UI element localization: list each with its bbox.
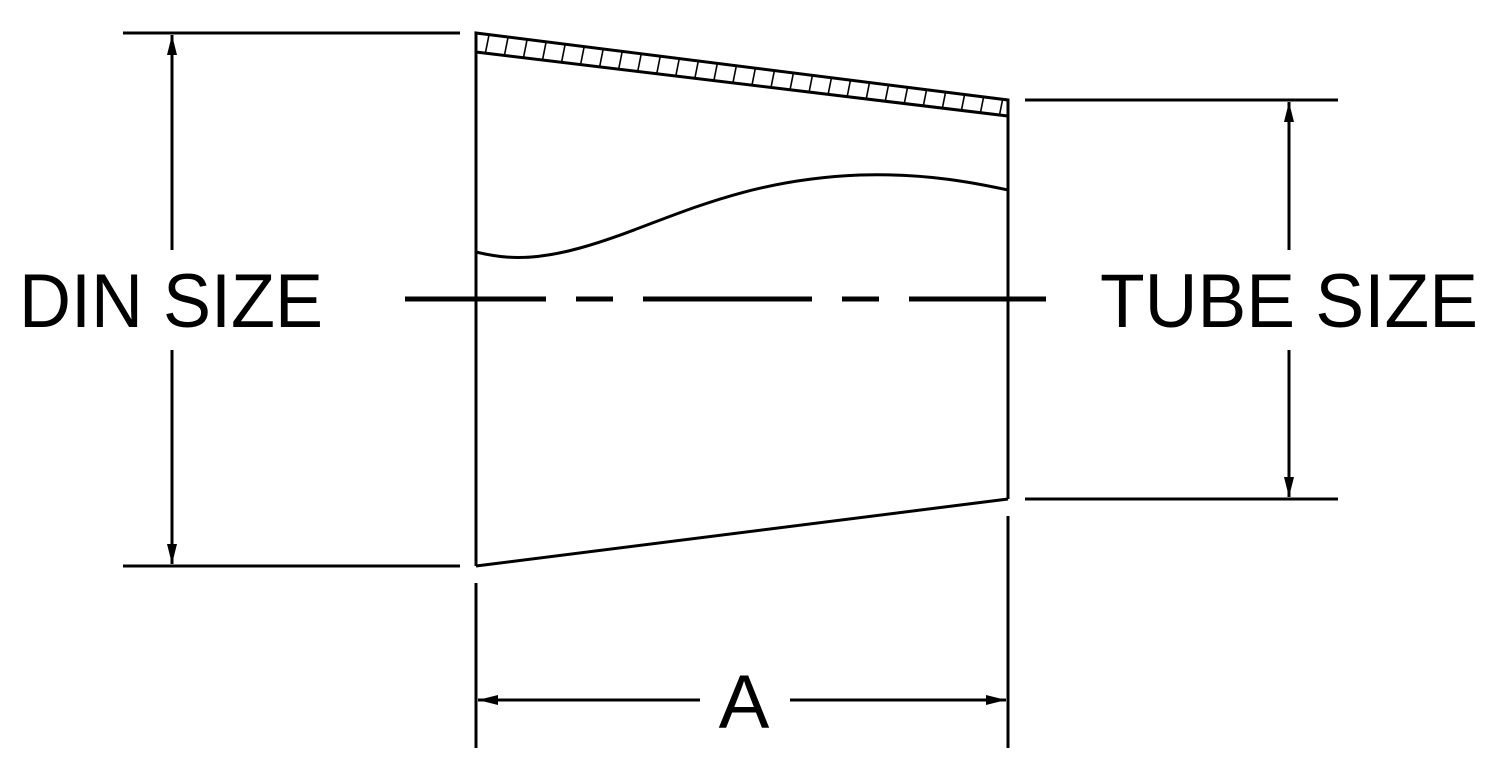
hatch-line xyxy=(586,33,610,116)
hatch-line xyxy=(742,33,766,116)
hatch-line xyxy=(625,33,649,116)
hatch-line xyxy=(605,33,630,116)
hatch-line xyxy=(1016,20,1038,130)
din-size-label: DIN SIZE xyxy=(19,259,323,344)
hatch-line xyxy=(683,33,708,116)
hatch-line xyxy=(547,33,571,116)
hatch-line xyxy=(917,33,942,116)
hatch-line xyxy=(839,33,864,116)
hatch-line xyxy=(937,33,961,116)
hatch-line xyxy=(898,33,922,116)
bottom-taper-line xyxy=(475,497,1009,568)
hatch-line xyxy=(878,33,903,116)
hatch-line xyxy=(566,33,591,116)
hatch-line xyxy=(820,33,844,116)
hatch-line xyxy=(476,33,493,116)
break-line-curve xyxy=(475,173,1009,259)
hatch-line xyxy=(761,33,786,116)
hatch-line xyxy=(722,33,747,116)
a-length-label: A xyxy=(719,660,770,745)
tube-size-label: TUBE SIZE xyxy=(1100,259,1478,344)
wall-section-hatch xyxy=(476,20,1038,130)
hatch-line xyxy=(703,33,727,116)
hatch-line xyxy=(859,33,883,116)
hatch-line xyxy=(527,33,552,116)
wall-section-outline xyxy=(474,31,1010,118)
